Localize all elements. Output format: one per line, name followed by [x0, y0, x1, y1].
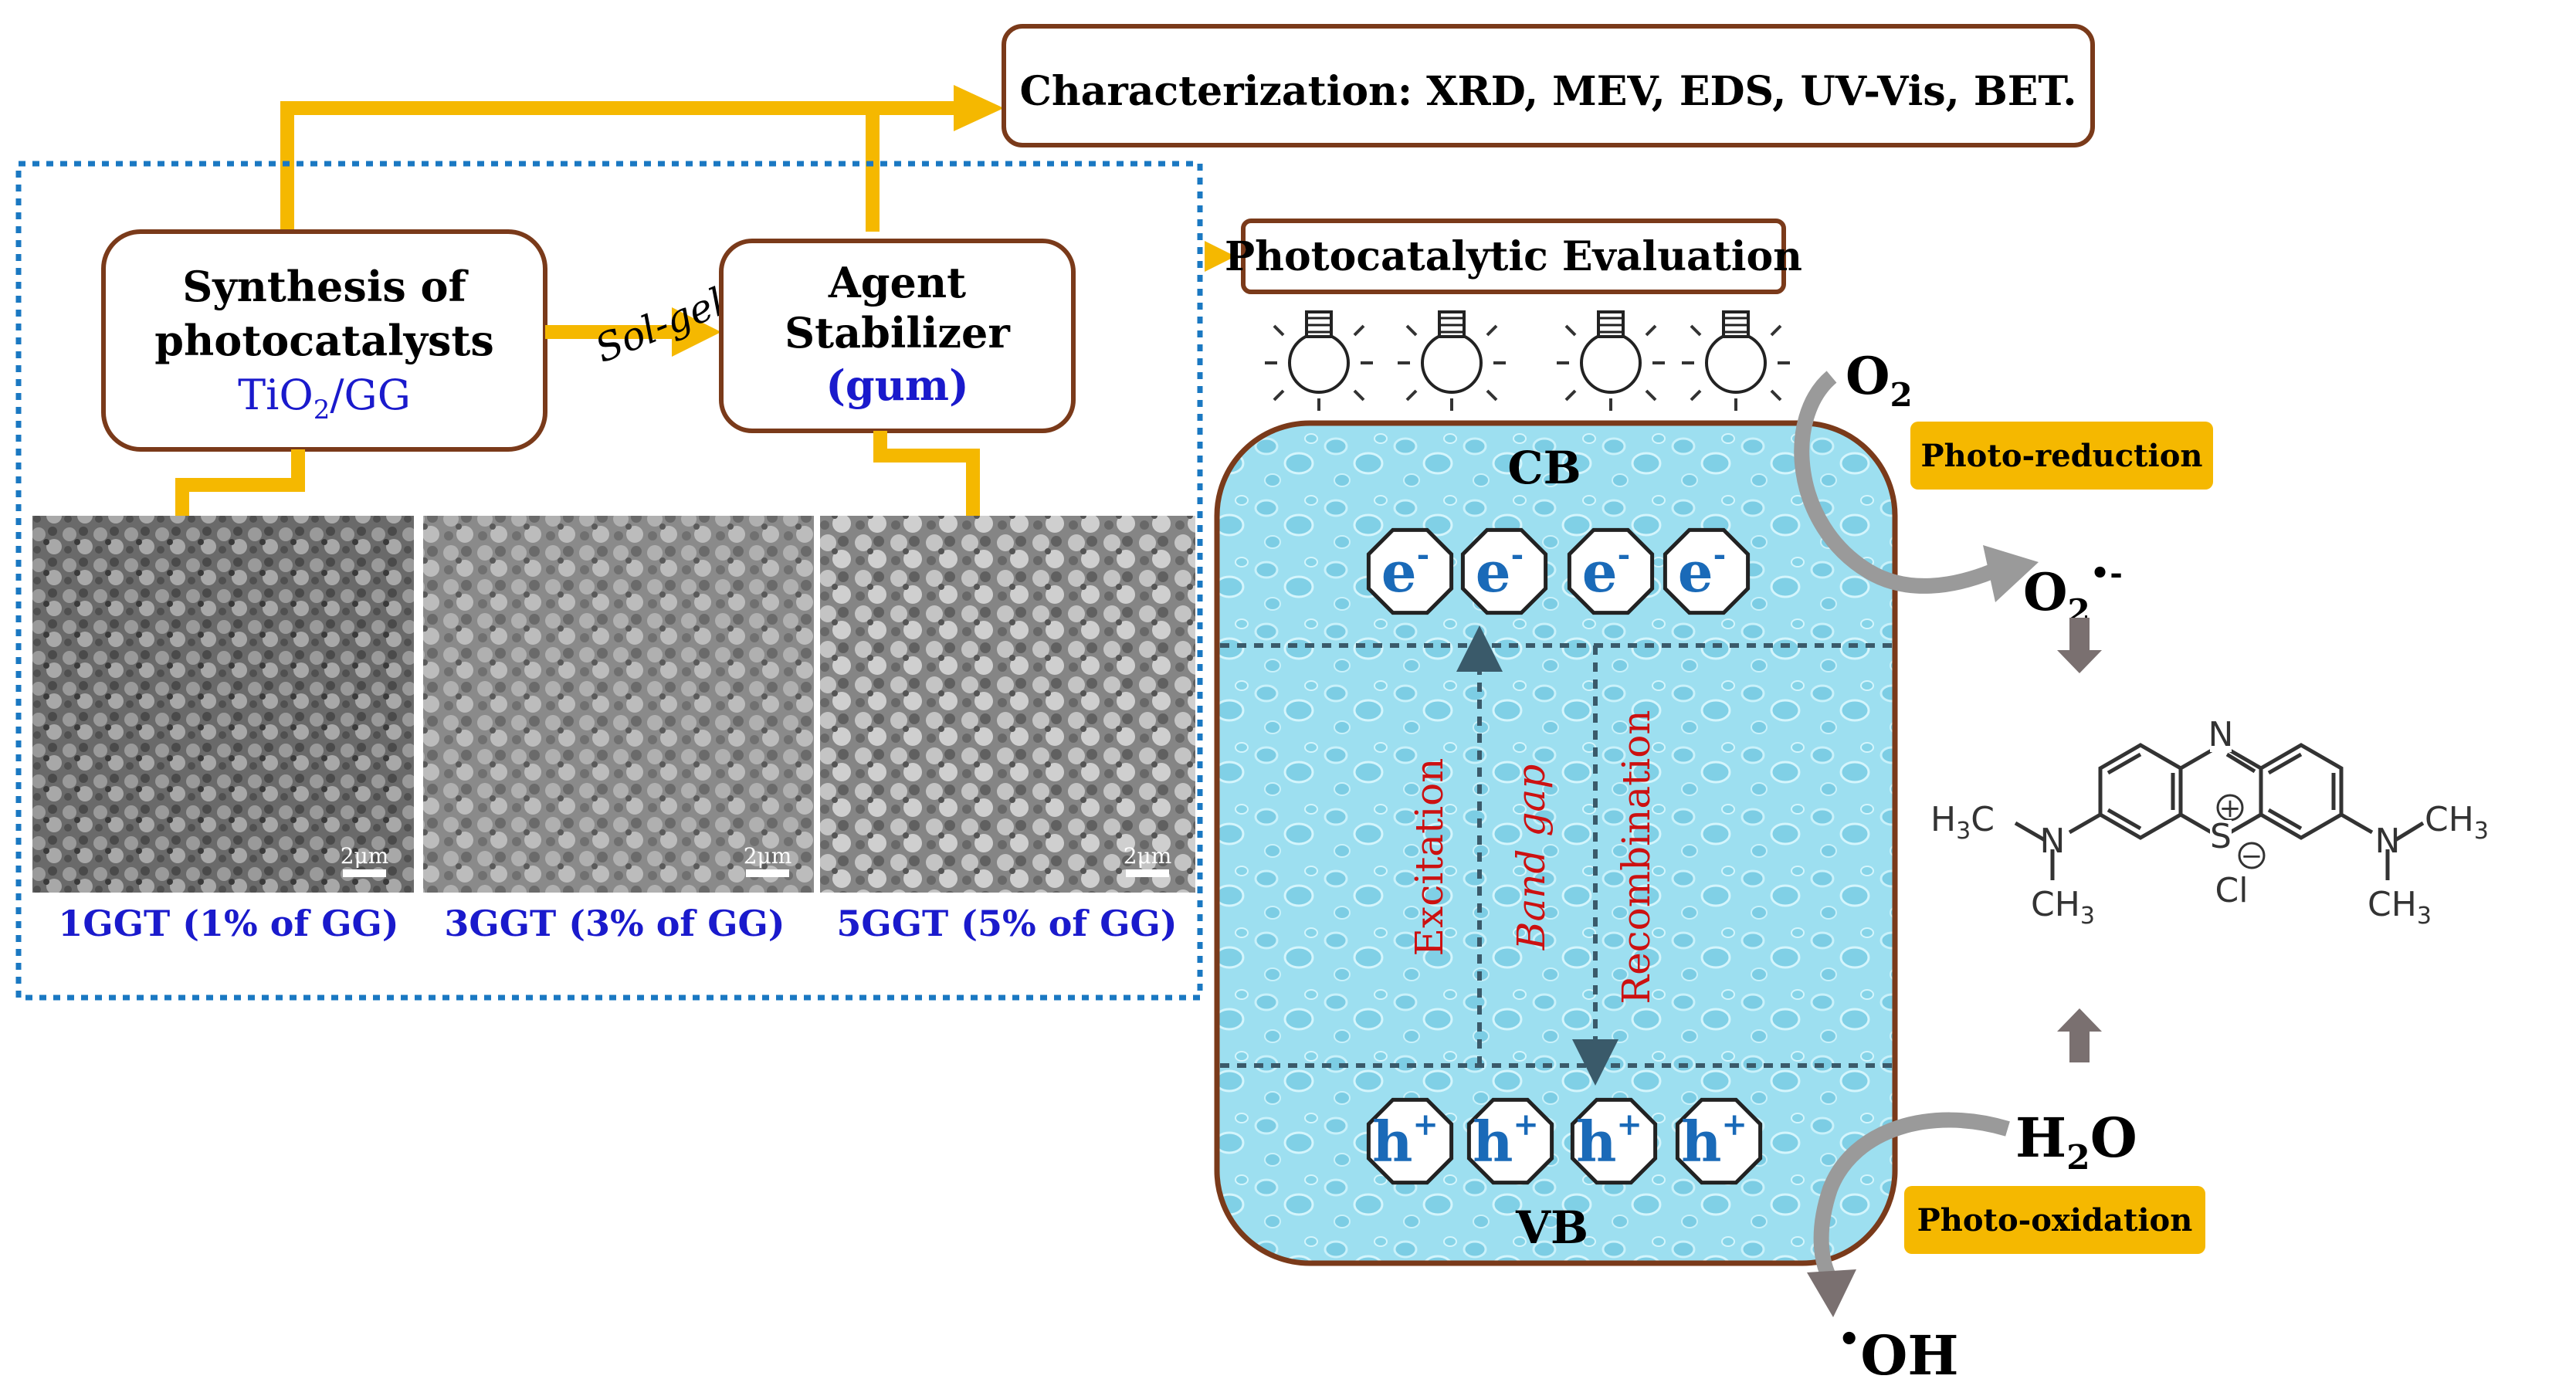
- reduction-curve-arrow: [1794, 371, 1995, 594]
- molecule-ch3-bottom-right: CH3: [2368, 885, 2432, 930]
- molecule-ch3-bottom-left: CH3: [2031, 885, 2095, 930]
- electron-badge: e-: [1567, 527, 1655, 615]
- solgel-label: Sol-gel: [589, 280, 731, 371]
- molecule-plus: +: [2219, 793, 2242, 824]
- sem-image-2: 2μm: [423, 516, 814, 893]
- excitation-label: Excitation: [1407, 758, 1452, 957]
- molecule-cl: Cl: [2215, 871, 2249, 910]
- electron-badge: e-: [1460, 527, 1548, 615]
- sem-label-2: 3GGT (3% of GG): [444, 903, 785, 944]
- svg-text:e-: e-: [1381, 537, 1429, 605]
- cb-label: CB: [1507, 442, 1581, 494]
- molecule-n-right: N: [2375, 822, 2401, 861]
- hole-badge: h+: [1366, 1097, 1454, 1185]
- arrow-head-characterization: [954, 85, 1004, 131]
- sem-scale-1: 2μm: [341, 843, 389, 869]
- svg-text:e-: e-: [1476, 537, 1524, 605]
- hole-badge: h+: [1466, 1097, 1554, 1185]
- sem-connectors: [175, 431, 980, 516]
- molecule-n-left: N: [2040, 822, 2066, 861]
- semiconductor-block: [1214, 420, 1898, 1266]
- svg-text:h+: h+: [1372, 1106, 1439, 1174]
- top-flow-arrows: [280, 101, 958, 232]
- svg-text:h+: h+: [1473, 1106, 1539, 1174]
- arrow-head-photocatalytic: [1205, 241, 1235, 272]
- h2o-label: H2O: [2015, 1106, 2137, 1177]
- reduction-arrow-head: [1983, 545, 2039, 602]
- characterization-box: Characterization: XRD, MEV, EDS, UV-Vis,…: [1002, 24, 2095, 147]
- stabilizer-box: Agent Stabilizer (gum): [719, 239, 1076, 433]
- light-bulb-icon: [1398, 310, 1506, 411]
- light-bulb-icon: [1557, 310, 1665, 411]
- band-gap-label: Band gap: [1509, 764, 1554, 950]
- svg-text:e-: e-: [1582, 537, 1630, 605]
- synthesis-frame: [15, 161, 1203, 1001]
- synthesis-material: TiO2/GG: [238, 371, 411, 425]
- photo-reduction-badge: [1910, 422, 2213, 490]
- photocatalytic-label: Photocatalytic Evaluation: [1225, 233, 1802, 280]
- synthesis-line1: Synthesis of: [182, 262, 469, 311]
- photo-oxidation-badge: [1904, 1186, 2205, 1254]
- photo-reduction-label: Photo-reduction: [1921, 438, 2203, 474]
- hydroxyl-radical-label: •OH: [1838, 1318, 1959, 1388]
- sem-image-3: 2μm: [820, 516, 1195, 893]
- recombination-label: Recombination: [1614, 710, 1659, 1004]
- electron-badge: e-: [1663, 527, 1751, 615]
- stabilizer-line2: Stabilizer: [785, 308, 1010, 357]
- n-atom-bg: [2210, 721, 2232, 752]
- electron-row: e-e-e-e-: [1366, 527, 1751, 615]
- photocatalytic-box: Photocatalytic Evaluation: [1225, 219, 1802, 294]
- sem-scale-2: 2μm: [744, 843, 792, 869]
- electron-badge: e-: [1366, 527, 1454, 615]
- vb-label: VB: [1515, 1201, 1588, 1254]
- svg-text:h+: h+: [1681, 1106, 1747, 1174]
- sem-label-1: 1GGT (1% of GG): [58, 903, 398, 944]
- svg-text:h+: h+: [1576, 1106, 1642, 1174]
- synthesis-line2: photocatalysts: [154, 316, 493, 365]
- photo-oxidation-label: Photo-oxidation: [1917, 1202, 2193, 1238]
- oxidation-arrow-head: [1807, 1269, 1856, 1317]
- molecule-ch3-top-right: CH3: [2425, 800, 2489, 845]
- svg-text:e-: e-: [1678, 537, 1726, 605]
- stabilizer-line3: (gum): [825, 361, 968, 410]
- molecule-minus: −: [2241, 841, 2263, 872]
- stabilizer-line1: Agent: [828, 258, 966, 307]
- sem-image-1: 2μm: [32, 516, 414, 893]
- light-bulb-icon: [1682, 310, 1790, 411]
- hole-badge: h+: [1570, 1097, 1658, 1185]
- down-arrow-to-dye: [2057, 618, 2102, 673]
- s-atom-bg: [2210, 820, 2232, 852]
- hole-badge: h+: [1675, 1097, 1763, 1185]
- light-bulb-icon: [1265, 310, 1373, 411]
- sem-label-3: 5GGT (5% of GG): [836, 903, 1177, 944]
- molecule-h3c: H3C: [1930, 800, 1995, 845]
- solgel-arrow-head: [672, 307, 721, 357]
- sem-scale-3: 2μm: [1124, 843, 1172, 869]
- oxidation-curve-arrow: [1813, 1112, 2010, 1286]
- hole-row: h+ h+ h+ h+: [1366, 1097, 1763, 1185]
- up-arrow-to-dye: [2057, 1008, 2102, 1062]
- characterization-label: Characterization: XRD, MEV, EDS, UV-Vis,…: [1019, 68, 2076, 115]
- molecule-s: S: [2210, 817, 2232, 856]
- synthesis-box: Synthesis of photocatalysts TiO2/GG: [101, 229, 547, 452]
- molecule-n-top: N: [2208, 715, 2234, 754]
- o2-label: O2: [1846, 346, 1913, 414]
- light-bulbs: [1265, 310, 1790, 411]
